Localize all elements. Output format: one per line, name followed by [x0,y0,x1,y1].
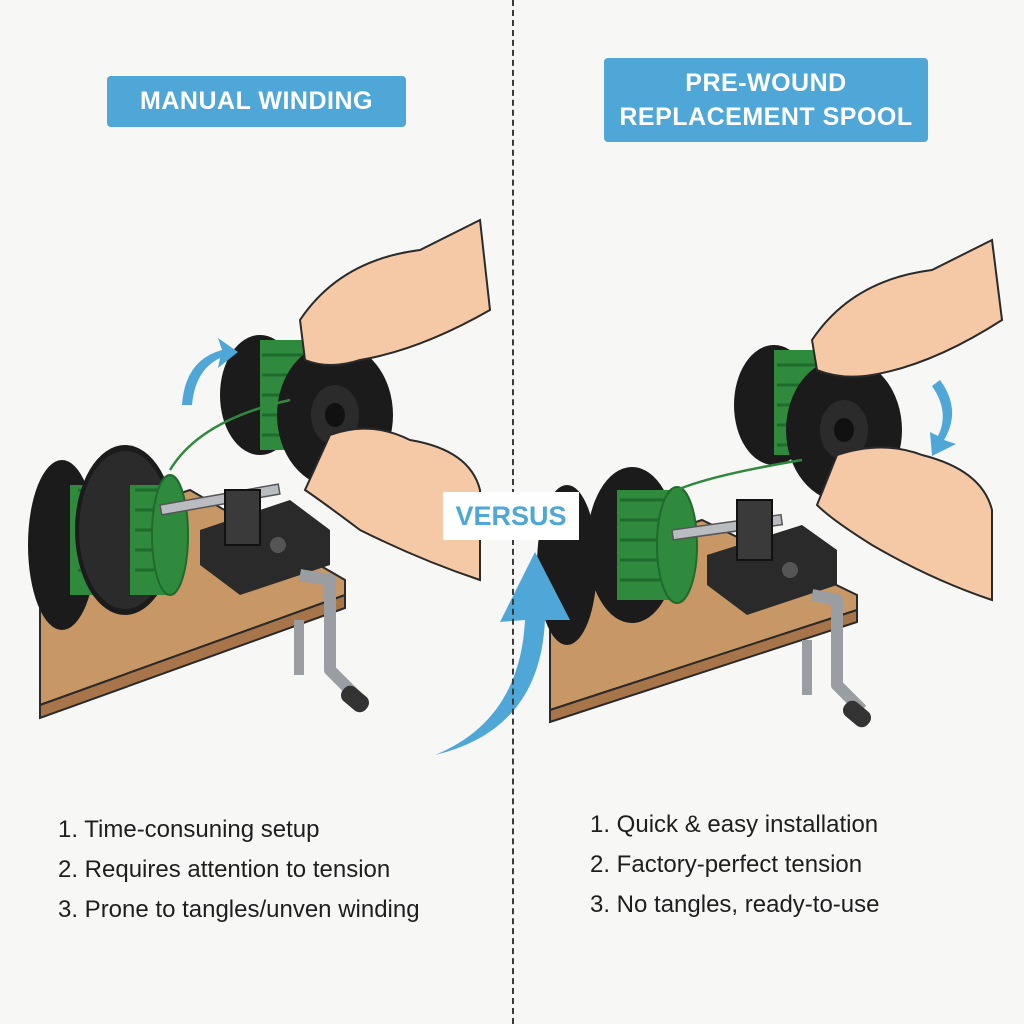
hand-top [810,238,1004,378]
hand-top [298,218,492,366]
pre-wound-spool-illustration [537,238,1004,728]
pre-wound-list: 1. Quick & easy installation 2. Factory-… [590,805,880,925]
big-curved-arrow-icon [435,552,570,755]
list-item: 1. Quick & easy installation [590,811,879,838]
pre-wound-spool-badge: PRE-WOUND REPLACEMENT SPOOL [604,58,928,142]
rotate-arrow-icon [182,338,238,405]
list-item: 1. Time-consuning setup [58,816,320,843]
hand-bottom [303,427,481,582]
list-item: 2. Factory-perfect tension [590,851,863,878]
mount-bracket [200,489,330,595]
manual-winding-badge: MANUAL WINDING [107,76,406,127]
large-spool [28,445,189,630]
list-item: 2. Requires attention to tension [58,856,391,883]
rotate-arrow-icon [930,380,956,456]
list-item: 3. Prone to tangles/unven winding [58,896,420,923]
manual-winding-list: 1. Time-consuning setup 2. Requires atte… [58,810,420,930]
hand-bottom [815,446,993,602]
badge-line-1: PRE-WOUND [685,69,847,97]
crank-handle [802,589,872,728]
crank-handle [294,569,370,713]
badge-line-2: REPLACEMENT SPOOL [619,103,913,131]
manual-winding-illustration [28,218,492,720]
versus-label: VERSUS [443,492,579,540]
mount-bracket [707,499,837,615]
list-item: 3. No tangles, ready-to-use [590,891,880,918]
